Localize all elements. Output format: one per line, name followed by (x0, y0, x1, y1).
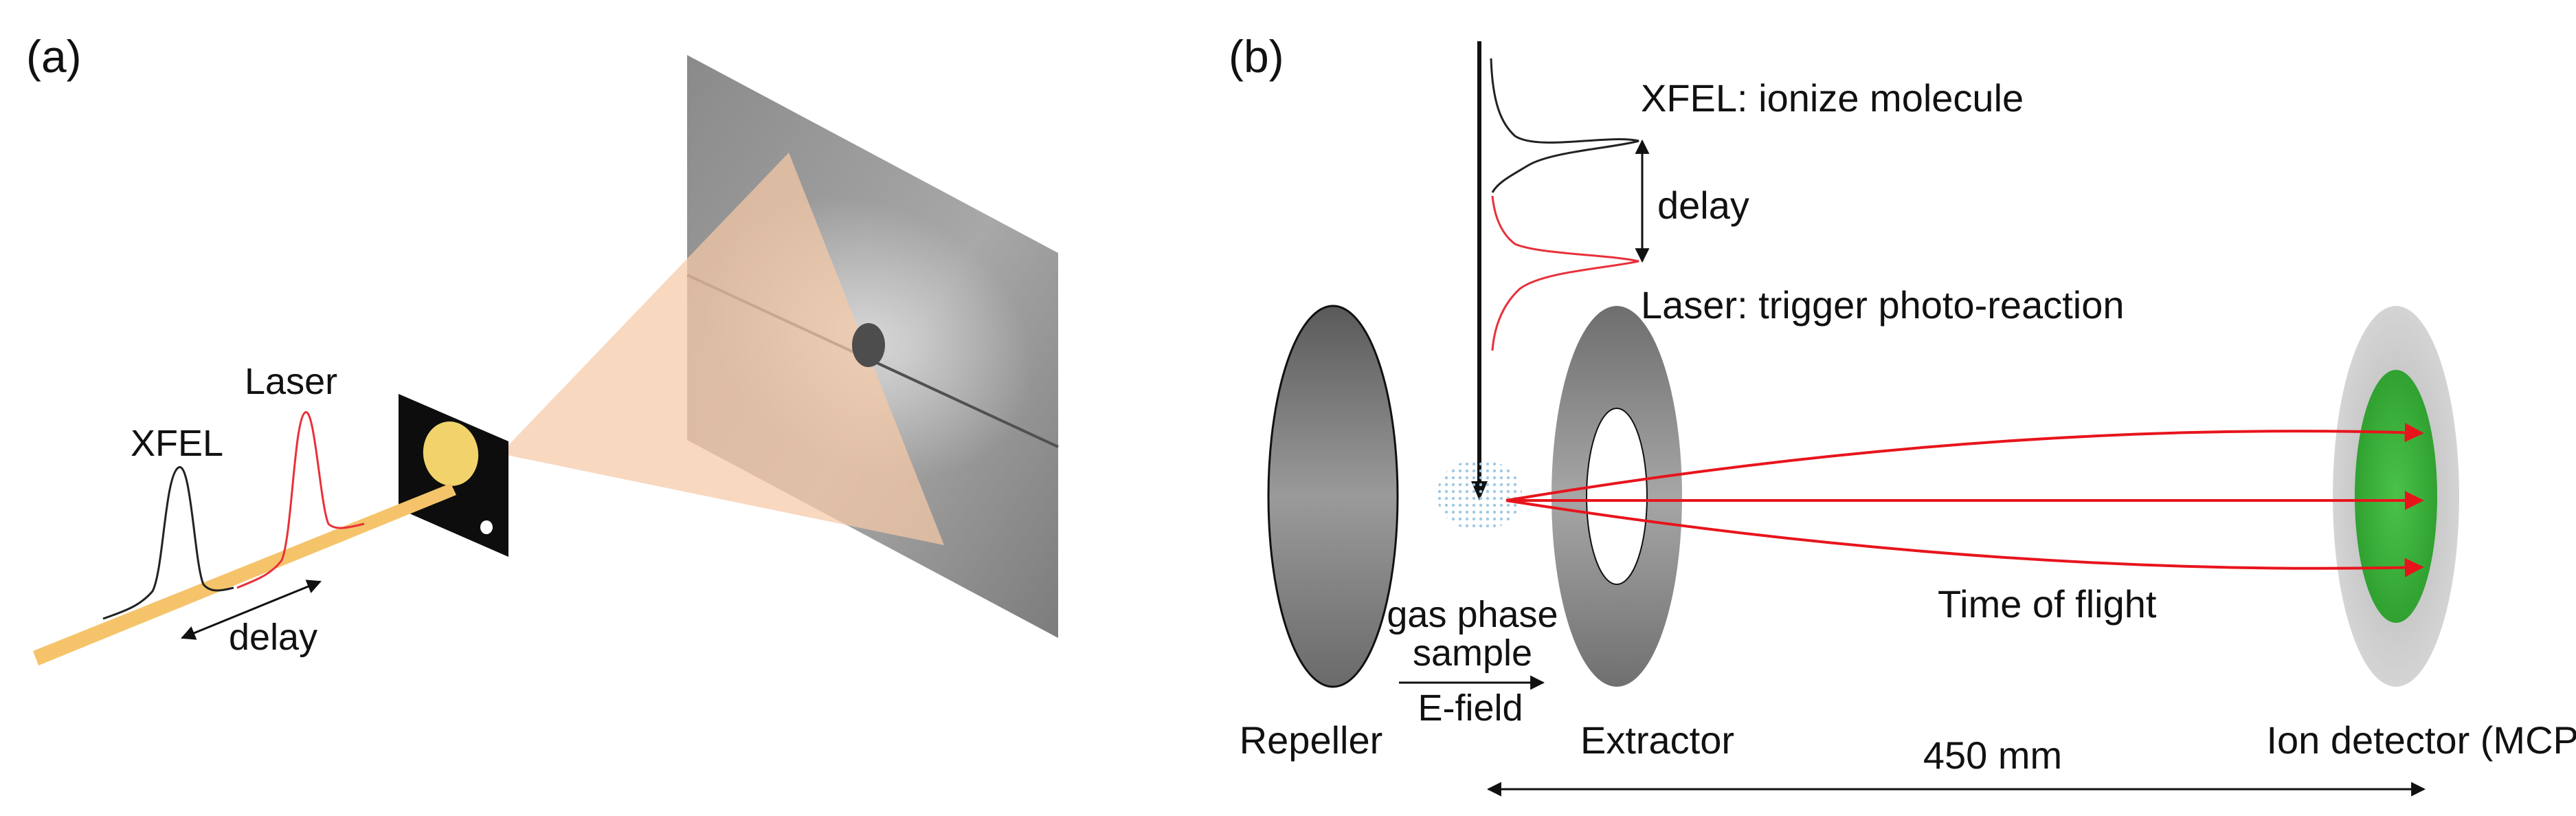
panel-b: (b) XFEL: ionize molecule delay Laser: t… (1229, 31, 2576, 797)
distance-label: 450 mm (1923, 734, 2062, 777)
xfel-text: XFEL: ionize molecule (1641, 76, 2024, 120)
delay-label-a: delay (229, 617, 317, 658)
repeller-plate (1267, 305, 1399, 688)
detector-core (2355, 370, 2437, 623)
scattering-cone (500, 153, 944, 545)
xfel-pulse-b (1490, 58, 1639, 193)
beam-stop (852, 323, 885, 367)
panel-a: (a) XFEL Laser delay (26, 31, 1059, 665)
plate-hole (480, 520, 493, 534)
time-of-flight-label: Time of flight (1938, 582, 2157, 626)
gas-sample (1437, 459, 1522, 531)
repeller-label: Repeller (1240, 718, 1383, 762)
sample-plate (399, 394, 508, 557)
sample-spot (423, 421, 479, 486)
incoming-beam (33, 483, 456, 665)
delay-arrow-a (181, 580, 322, 640)
sample-label: sample (1413, 632, 1532, 674)
extractor-ring (1552, 306, 1682, 687)
efield-label: E-field (1418, 687, 1523, 729)
laser-pulse-curve (236, 411, 365, 589)
xfel-label: XFEL (131, 423, 223, 464)
ion-trajectory-lower (1505, 499, 2424, 577)
panel-b-label: (b) (1229, 31, 1284, 82)
detector-label: Ion detector (MCP) (2266, 718, 2576, 762)
laser-label: Laser (245, 361, 337, 402)
extractor-label: Extractor (1580, 718, 1734, 762)
delay-label-b: delay (1657, 184, 1749, 227)
ion-trajectory-upper (1505, 423, 2424, 502)
laser-text: Laser: trigger photo-reaction (1641, 283, 2125, 327)
ion-detector (2333, 306, 2459, 687)
xfel-pulse-curve (102, 466, 234, 620)
panel-a-label: (a) (26, 31, 82, 82)
gas-phase-label: gas phase (1387, 594, 1558, 635)
